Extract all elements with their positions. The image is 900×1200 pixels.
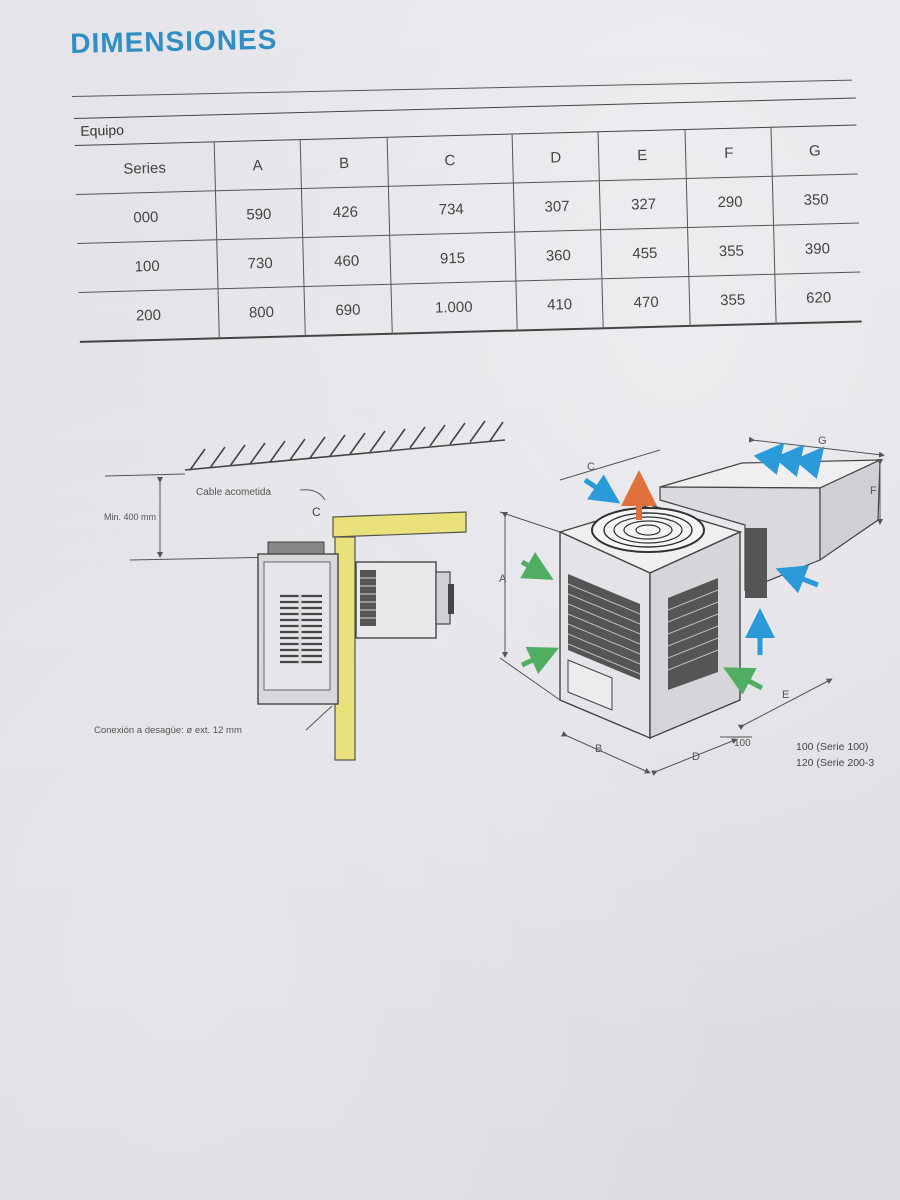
value-cell: 355 (688, 274, 777, 326)
drain-label: Conexión a desagüe: ø ext. 12 mm (94, 725, 242, 736)
dim-letter-f: F (870, 485, 877, 497)
column-header: E (598, 129, 687, 181)
value-cell: 1.000 (390, 280, 518, 334)
dim-letter-c: C (587, 461, 595, 473)
dimensions-table: Series A B C D E F G 000 590 426 734 307… (74, 125, 862, 343)
value-cell: 410 (515, 278, 604, 331)
series-note-line-1: 100 (Serie 100) (796, 741, 868, 753)
page-title: DIMENSIONES (70, 23, 278, 59)
cable-label: Cable acometida (196, 487, 271, 498)
value-cell: 390 (773, 222, 861, 275)
value-cell: 470 (602, 276, 691, 329)
evaporator-unit (257, 541, 339, 705)
airflow-arrows-green (520, 552, 764, 695)
min-distance-label: Min. 400 mm (104, 512, 156, 522)
value-cell: 426 (301, 186, 390, 238)
value-cell: 355 (687, 225, 776, 277)
value-cell: 350 (772, 174, 860, 226)
airflow-arrows-blue (583, 442, 825, 655)
value-cell: 290 (686, 176, 774, 228)
installation-diagram: Min. 400 mm Cable acometida C (94, 420, 885, 776)
condensing-unit-iso (558, 459, 881, 740)
dim-letter-a: A (499, 573, 507, 585)
ceiling-line (104, 473, 186, 477)
value-cell: 590 (214, 188, 303, 240)
value-cell: 620 (775, 271, 862, 324)
condenser-body (355, 561, 454, 639)
series-note-line-2: 120 (Serie 200-3 (796, 757, 874, 769)
value-cell: 730 (216, 237, 305, 289)
series-cell: 200 (78, 288, 219, 342)
value-cell: 734 (388, 183, 515, 236)
dim-letter-e: E (782, 689, 789, 701)
column-header: F (684, 127, 773, 179)
column-header: C (386, 134, 514, 187)
value-cell: 690 (304, 284, 392, 337)
value-cell: 360 (514, 229, 603, 281)
value-cell: 455 (600, 227, 689, 279)
dim-letter-d: D (692, 751, 700, 763)
drain-leader (305, 705, 333, 731)
value-cell: 460 (302, 235, 391, 287)
offset-label: 100 (734, 738, 751, 749)
dimensions-table-container: Equipo Series A B C D E F G 000 590 426 … (74, 97, 862, 343)
series-cell: 100 (77, 239, 218, 293)
value-cell: 915 (389, 232, 516, 285)
ceiling-hatch (184, 420, 506, 471)
value-cell: 307 (513, 180, 601, 233)
value-cell: 327 (599, 178, 688, 230)
column-header: G (771, 125, 858, 177)
column-header: B (300, 137, 389, 189)
dim-letter-g: G (818, 435, 827, 447)
series-cell: 000 (76, 190, 217, 244)
cable-leader (299, 489, 326, 501)
value-cell: 800 (217, 286, 306, 339)
column-header: A (213, 139, 302, 191)
cable-letter: C (312, 505, 321, 519)
series-header: Series (74, 141, 215, 195)
dim-letter-b: B (595, 743, 602, 755)
column-header: D (511, 131, 600, 184)
